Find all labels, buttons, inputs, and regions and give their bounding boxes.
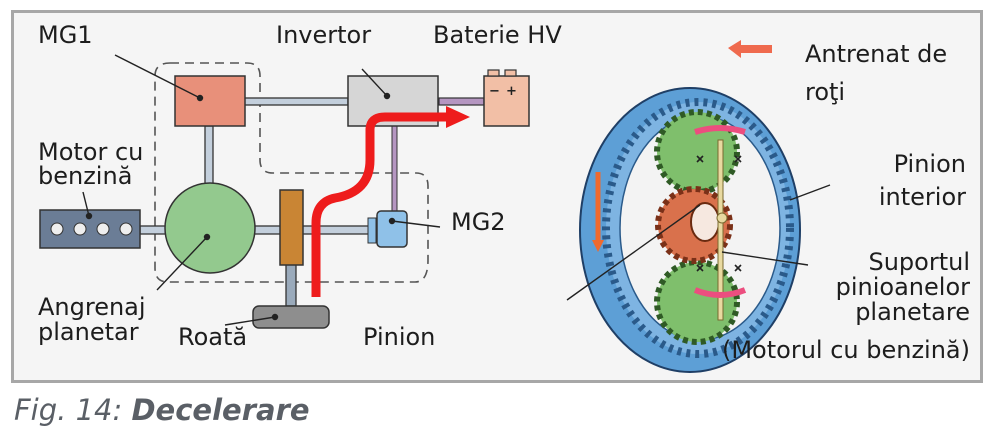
gear-wheel-shaft [285,263,297,307]
mg1-planetary-shaft [204,125,214,187]
inverter-battery-link [438,97,485,106]
caption-prefix: Fig. 14: [14,393,132,427]
mg1-group-outline [154,62,429,283]
wheel-label: Roată [178,323,247,351]
planetary-gearset-illustration [579,87,801,373]
mg2-label: MG2 [451,208,506,236]
leader-lines [82,54,441,326]
ring-rotation-arrowhead [592,240,604,252]
power-flow-arrow [311,112,448,297]
battery-label: Baterie HV [433,21,562,49]
carrier-hub [716,212,728,224]
carrier-label-line3: planetare [855,298,970,326]
engine-label-line1: Motor cu [38,138,143,166]
figure-caption: Fig. 14: Decelerare [14,393,310,427]
reduction-gear-block [279,189,304,266]
planetary-label-line2: planetar [38,318,139,346]
planetary-label-line1: Angrenaj [38,293,146,321]
battery-positive-label: + [506,84,517,99]
driven-label-line2: roţi [805,78,845,106]
carrier-label-line2: pinioanelor [836,273,971,301]
left-arrow-icon [728,40,772,58]
mg1-inverter-shaft [243,97,349,106]
battery-icon: − + [483,69,530,127]
carrier-label-line4: (Motorul cu benzină) [722,336,970,364]
carrier-shaft [717,139,724,321]
rotation-arrow-bottom [693,287,747,298]
mg2-motor [367,210,408,248]
ring-gear-label-line2: interior [879,183,966,211]
power-flow-arrowhead [446,106,470,128]
inverter-label: Invertor [276,21,371,49]
planetary-gear-circle [164,182,256,274]
caption-title: Decelerare [131,393,310,427]
battery-negative-label: − [489,84,500,99]
carrier-x-marks [696,155,742,272]
engine-label-line2: benzină [38,162,132,190]
planet-gear-top [654,109,740,195]
rotation-arrow-top [694,125,746,135]
pinion-label: Pinion [363,323,435,351]
planet-gear-bottom [654,259,740,345]
ring-gear-label-line1: Pinion [894,150,966,178]
mg1-label: MG1 [38,21,93,49]
carrier-label-line1: Suportul [868,248,970,276]
inverter-mg2-link [391,123,398,215]
wheel-shape [252,305,330,329]
driven-label-line1: Antrenat de [805,40,947,68]
mg1-box [174,75,246,127]
gearset-leader-lines [566,184,831,301]
